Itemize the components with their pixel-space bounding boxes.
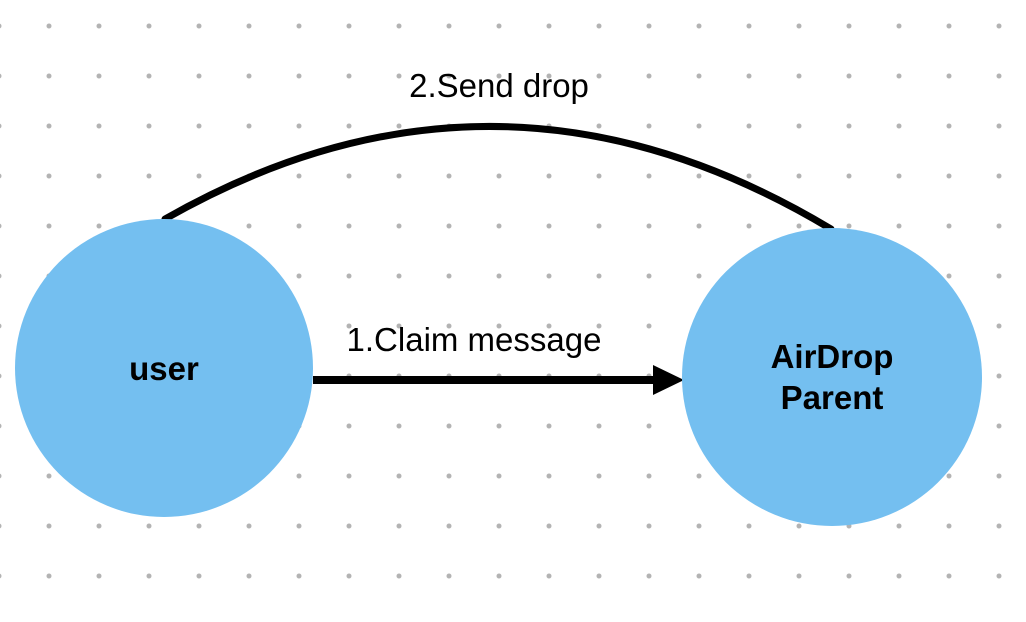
edge-label-claim-message: 1.Claim message — [346, 321, 602, 358]
node-user-label: user — [129, 349, 199, 387]
node-airdrop-parent: AirDrop Parent — [682, 228, 982, 526]
edge-label-send-drop: 2.Send drop — [409, 67, 589, 104]
node-airdrop-parent-label-line2: Parent — [780, 379, 884, 416]
send-drop-arc — [161, 123, 835, 233]
node-user: user — [15, 219, 313, 517]
claim-message-arrowhead — [653, 365, 684, 395]
node-airdrop-parent-label: AirDrop Parent — [771, 336, 894, 418]
node-airdrop-parent-label-line1: AirDrop — [770, 338, 894, 375]
